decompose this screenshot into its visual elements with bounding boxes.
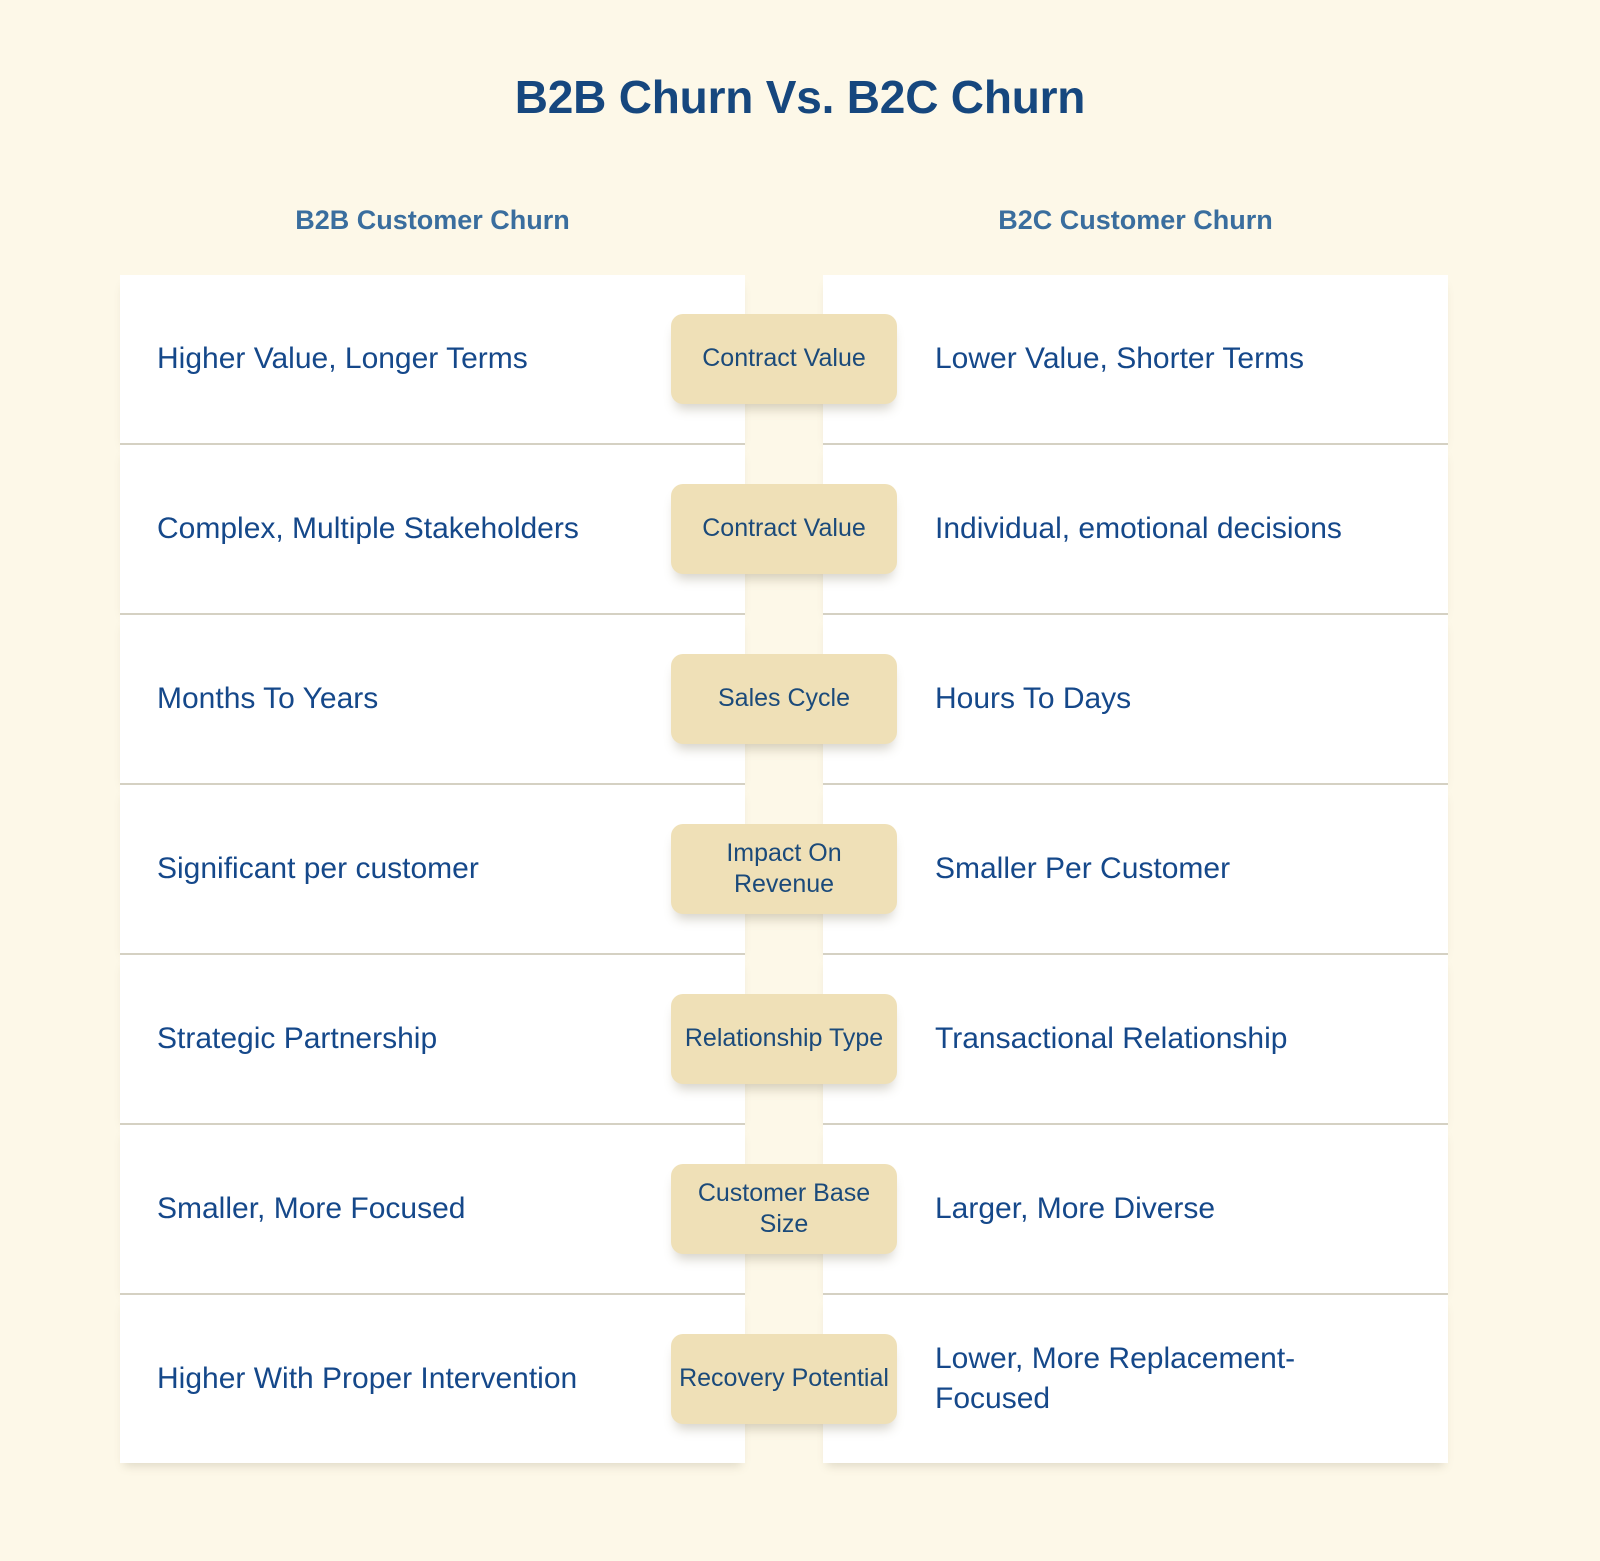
- row-cell-b2c: Hours To Days: [823, 615, 1448, 783]
- page-title: B2B Churn Vs. B2C Churn: [514, 71, 1086, 123]
- row-cell-b2b-text: Higher Value, Longer Terms: [157, 342, 528, 376]
- row-cell-b2b: Higher Value, Longer Terms: [120, 275, 745, 443]
- row-category-label: Customer Base Size: [697, 1178, 871, 1239]
- row-category-badge: Contract Value: [671, 484, 897, 574]
- column-header-b2c: B2C Customer Churn: [998, 205, 1273, 235]
- row-cell-b2c-text: Transactional Relationship: [935, 1022, 1288, 1056]
- row-cell-b2b-text: Smaller, More Focused: [157, 1192, 466, 1226]
- table-row: Months To Years Hours To Days Sales Cycl…: [120, 613, 1448, 783]
- row-cell-b2c-text: Larger, More Diverse: [935, 1192, 1216, 1226]
- row-category-badge: Contract Value: [671, 314, 897, 404]
- column-headers: B2B Customer Churn B2C Customer Churn: [120, 205, 1448, 236]
- row-cell-b2b: Higher With Proper Intervention: [120, 1295, 745, 1463]
- row-category-badge: Impact On Revenue: [671, 824, 897, 914]
- table-row: Complex, Multiple Stakeholders Individua…: [120, 443, 1448, 613]
- row-cell-b2b-text: Complex, Multiple Stakeholders: [157, 512, 579, 546]
- comparison-table: Higher Value, Longer Terms Lower Value, …: [120, 275, 1448, 1463]
- row-category-label: Recovery Potential: [679, 1364, 889, 1393]
- row-cell-b2b: Months To Years: [120, 615, 745, 783]
- table-row: Significant per customer Smaller Per Cus…: [120, 783, 1448, 953]
- row-category-badge: Customer Base Size: [671, 1164, 897, 1254]
- table-row: Strategic Partnership Transactional Rela…: [120, 953, 1448, 1123]
- row-cell-b2c: Lower, More Replacement-Focused: [823, 1295, 1448, 1463]
- row-cell-b2c: Smaller Per Customer: [823, 785, 1448, 953]
- table-row: Higher With Proper Intervention Lower, M…: [120, 1293, 1448, 1463]
- row-cell-b2c: Lower Value, Shorter Terms: [823, 275, 1448, 443]
- row-cell-b2b-text: Months To Years: [157, 682, 379, 716]
- row-category-label: Relationship Type: [684, 1024, 884, 1053]
- row-cell-b2b: Complex, Multiple Stakeholders: [120, 445, 745, 613]
- column-header-b2b: B2B Customer Churn: [295, 205, 570, 235]
- row-category-label: Contract Value: [702, 514, 866, 543]
- row-cell-b2c-text: Lower Value, Shorter Terms: [935, 342, 1305, 376]
- row-cell-b2c-text: Hours To Days: [935, 682, 1132, 716]
- table-row: Smaller, More Focused Larger, More Diver…: [120, 1123, 1448, 1293]
- row-cell-b2c: Larger, More Diverse: [823, 1125, 1448, 1293]
- column-header-middle: [745, 205, 823, 236]
- row-category-badge: Relationship Type: [671, 994, 897, 1084]
- row-cell-b2b-text: Significant per customer: [157, 852, 479, 886]
- row-cell-b2b-text: Higher With Proper Intervention: [157, 1362, 578, 1396]
- row-category-label: Sales Cycle: [718, 684, 850, 713]
- row-cell-b2c-text: Smaller Per Customer: [935, 852, 1231, 886]
- row-category-label: Contract Value: [702, 344, 866, 373]
- row-cell-b2c: Individual, emotional decisions: [823, 445, 1448, 613]
- row-cell-b2b: Significant per customer: [120, 785, 745, 953]
- row-category-label: Impact On Revenue: [726, 838, 842, 899]
- row-category-badge: Sales Cycle: [671, 654, 897, 744]
- row-cell-b2c-text: Individual, emotional decisions: [935, 512, 1342, 546]
- row-category-badge: Recovery Potential: [671, 1334, 897, 1424]
- table-row: Higher Value, Longer Terms Lower Value, …: [120, 275, 1448, 443]
- row-cell-b2b: Smaller, More Focused: [120, 1125, 745, 1293]
- row-cell-b2b-text: Strategic Partnership: [157, 1022, 438, 1056]
- row-cell-b2b: Strategic Partnership: [120, 955, 745, 1123]
- row-cell-b2c-text: Lower, More Replacement-Focused: [935, 1342, 1296, 1415]
- row-cell-b2c: Transactional Relationship: [823, 955, 1448, 1123]
